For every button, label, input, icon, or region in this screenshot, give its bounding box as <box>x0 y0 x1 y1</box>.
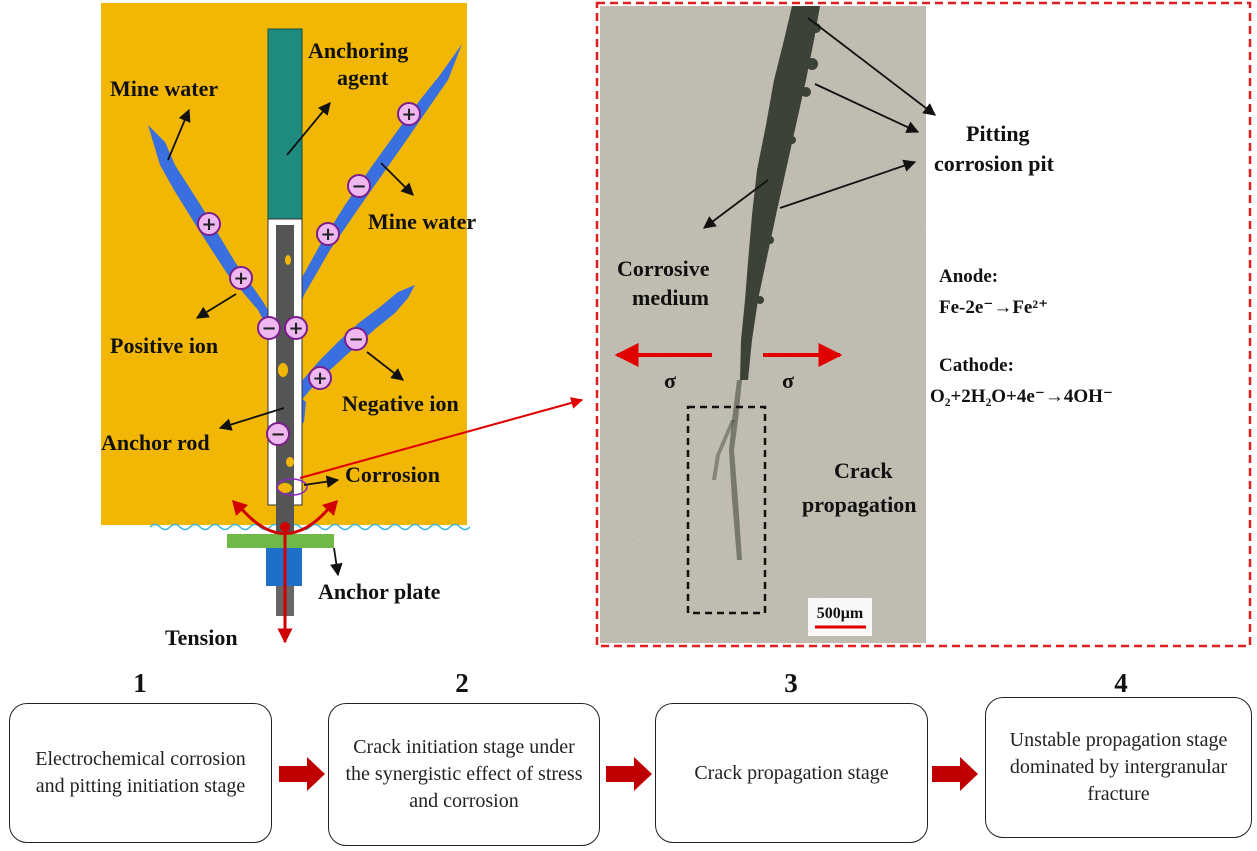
stage-2-box: Crack initiation stage under the synergi… <box>328 703 600 846</box>
svg-text:−: − <box>270 424 285 445</box>
label-tension: Tension <box>165 625 238 650</box>
label-positive-ion: Positive ion <box>110 333 218 358</box>
negative-ion: − <box>347 174 371 198</box>
stage-3-text: Crack propagation stage <box>694 761 889 784</box>
stage-3-box: Crack propagation stage <box>655 703 928 843</box>
stage-4-box: Unstable propagation stage dominated by … <box>985 697 1252 838</box>
positive-ion: + <box>197 212 221 236</box>
tension-origin <box>280 522 290 532</box>
pointer-corrosive-medium <box>702 179 769 229</box>
label-sigma-right: σ <box>782 368 794 393</box>
pointer-anchoring-agent <box>286 102 331 156</box>
label-pitting-1: Pitting <box>966 121 1030 146</box>
svg-text:+: + <box>288 318 303 339</box>
svg-text:−: − <box>261 318 276 339</box>
cathode-title: Cathode: <box>939 355 1014 376</box>
label-corrosion: Corrosion <box>345 462 440 487</box>
svg-text:+: + <box>201 214 216 235</box>
svg-text:+: + <box>401 104 416 125</box>
negative-ion: − <box>266 422 290 446</box>
pointer-positive-ion <box>195 293 237 319</box>
svg-text:+: + <box>312 368 327 389</box>
label-sigma-left: σ <box>664 368 676 393</box>
stage-arrow-1 <box>279 757 325 791</box>
pointer-pit-1 <box>807 17 937 116</box>
stage-4-text: Unstable propagation stage dominated by … <box>1009 729 1228 805</box>
svg-text:+: + <box>320 224 335 245</box>
label-anchor-rod: Anchor rod <box>101 430 210 455</box>
cathode-reaction: O₂+2H₂O+4e⁻→4OH⁻ <box>930 386 1113 407</box>
stage-2-text: Crack initiation stage under the synergi… <box>345 736 583 812</box>
crack-branch-fine <box>729 380 742 560</box>
pitting-pits <box>748 13 821 304</box>
stage-1-box: Electrochemical corrosion and pitting in… <box>9 703 272 843</box>
label-corrosive-2: medium <box>632 285 709 310</box>
scale-bar: 500μm <box>808 598 872 636</box>
pointer-mine-water-top <box>167 108 191 161</box>
svg-text:−: − <box>351 176 366 197</box>
scale-bar-bg <box>808 598 872 636</box>
torque-head-right <box>322 500 338 516</box>
stage-arrow-2 <box>606 757 652 791</box>
anode-reaction: Fe-2e⁻→Fe²⁺ <box>939 297 1048 318</box>
svg-text:+: + <box>233 268 248 289</box>
right-pointers <box>702 17 937 229</box>
positive-ion: + <box>316 222 340 246</box>
scale-bar-label: 500μm <box>817 605 864 622</box>
anode-title: Anode: <box>939 266 998 287</box>
positive-ion: + <box>308 366 332 390</box>
crack-propagation-box <box>686 405 767 615</box>
anchor-plate <box>227 534 334 548</box>
positive-ion: + <box>284 316 308 340</box>
positive-ion: + <box>397 102 421 126</box>
corrosion-marker <box>276 478 308 496</box>
label-crack-1: Crack <box>834 458 893 483</box>
label-mine-water-right: Mine water <box>368 209 476 234</box>
micrograph-texture <box>600 6 926 643</box>
label-crack-2: propagation <box>802 492 917 517</box>
pointer-corrosion <box>303 475 340 488</box>
negative-ion: − <box>344 327 368 351</box>
label-negative-ion: Negative ion <box>342 391 459 416</box>
left-pointers <box>167 102 414 577</box>
pointer-anchor-rod <box>218 407 285 431</box>
stage-3-number: 3 <box>784 668 798 698</box>
pointer-negative-ion <box>366 351 404 381</box>
label-corrosive-1: Corrosive <box>617 256 710 281</box>
torque-head-left <box>232 500 248 516</box>
negative-ion: − <box>257 316 281 340</box>
ions: + − + + + − + <box>197 102 421 446</box>
label-anchor-plate: Anchor plate <box>318 579 441 604</box>
pointer-pit-3 <box>779 159 917 209</box>
crack <box>712 6 821 560</box>
pointer-mine-water-right <box>380 162 414 196</box>
corrosion-spots <box>278 255 294 493</box>
zoom-connector <box>299 397 584 479</box>
anchorage-schematic: + − + + + − + <box>101 3 476 650</box>
stage-1-text: Electrochemical corrosion and pitting in… <box>35 748 246 797</box>
anchoring-agent <box>267 28 303 220</box>
micrograph-panel: σ σ 500μm Pitting corrosion pit Corrosiv… <box>595 1 1252 648</box>
stage-4-number: 4 <box>1114 668 1128 698</box>
label-mine-water-top: Mine water <box>110 76 218 101</box>
crack-branch-side <box>712 420 735 480</box>
stage-2-number: 2 <box>455 668 469 698</box>
stage-arrow-3 <box>932 757 978 791</box>
figure-canvas: + − + + + − + <box>101 1 1252 650</box>
label-anchoring-agent-2: agent <box>337 65 389 90</box>
svg-text:−: − <box>348 329 363 350</box>
stage-1-number: 1 <box>133 668 147 698</box>
positive-ion: + <box>229 266 253 290</box>
pointer-pit-2 <box>814 83 920 133</box>
crack-main <box>740 6 820 380</box>
pointer-anchor-plate <box>330 547 343 577</box>
label-anchoring-agent-1: Anchoring <box>308 38 408 63</box>
label-pitting-2: corrosion pit <box>934 151 1055 176</box>
